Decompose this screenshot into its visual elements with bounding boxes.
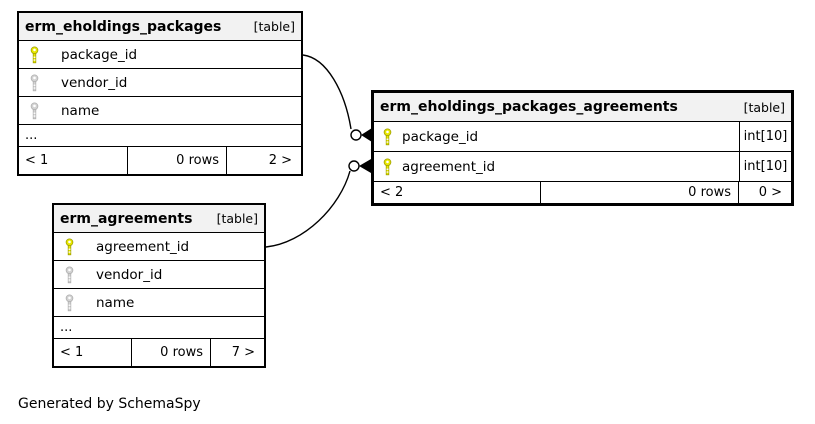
more-columns-row: ... xyxy=(19,125,301,147)
column-row-package_id: package_id xyxy=(19,41,301,69)
key-icon xyxy=(65,266,74,284)
child-count: 7 > xyxy=(231,345,255,360)
fk-arrowhead xyxy=(361,128,372,142)
parent-count: < 1 xyxy=(54,339,132,366)
ellipsis: ... xyxy=(25,128,38,143)
column-name: package_id xyxy=(402,128,479,145)
column-name: vendor_id xyxy=(96,266,163,283)
column-name: name xyxy=(96,294,135,311)
fk-line-packages-to-junction xyxy=(302,54,352,130)
table-footer: < 1 0 rows 2 > xyxy=(19,147,301,174)
column-row-package_id: package_id int[10] xyxy=(374,122,791,152)
table-kind-badge: [table] xyxy=(216,211,258,226)
column-name: package_id xyxy=(61,46,138,63)
generator-credit: Generated by SchemaSpy xyxy=(18,396,201,412)
column-row-agreement_id: agreement_id int[10] xyxy=(374,152,791,182)
table-header[interactable]: erm_eholdings_packages_agreements [table… xyxy=(374,93,791,122)
fk-arrowhead xyxy=(359,159,371,173)
table-erm_eholdings_packages_agreements: erm_eholdings_packages_agreements [table… xyxy=(371,90,794,206)
row-count: 0 rows xyxy=(132,339,211,366)
column-row-name: name xyxy=(19,97,301,125)
ellipsis: ... xyxy=(60,320,73,335)
key-icon xyxy=(30,102,39,120)
column-row-name: name xyxy=(54,289,264,317)
child-count: 2 > xyxy=(268,153,292,168)
table-footer: < 2 0 rows 0 > xyxy=(374,182,791,203)
primary-key-icon xyxy=(30,46,39,64)
table-name[interactable]: erm_eholdings_packages_agreements xyxy=(380,99,678,115)
more-columns-row: ... xyxy=(54,317,264,339)
table-header[interactable]: erm_eholdings_packages [table] xyxy=(19,13,301,41)
key-icon xyxy=(30,74,39,92)
column-row-vendor_id: vendor_id xyxy=(54,261,264,289)
fk-circle-marker xyxy=(350,129,362,141)
primary-key-icon xyxy=(65,238,74,256)
table-footer: < 1 0 rows 7 > xyxy=(54,339,264,366)
column-row-agreement_id: agreement_id xyxy=(54,233,264,261)
primary-key-icon xyxy=(383,128,392,146)
column-name: vendor_id xyxy=(61,74,128,91)
table-erm_eholdings_packages: erm_eholdings_packages [table] package_i… xyxy=(17,11,303,176)
primary-key-icon xyxy=(383,158,392,176)
key-icon xyxy=(65,294,74,312)
column-row-vendor_id: vendor_id xyxy=(19,69,301,97)
column-type: int[10] xyxy=(739,152,791,181)
fk-line-agreements-to-junction xyxy=(265,170,351,248)
table-kind-badge: [table] xyxy=(743,99,785,115)
table-header[interactable]: erm_agreements [table] xyxy=(54,205,264,233)
parent-count: < 2 xyxy=(374,182,541,203)
column-type: int[10] xyxy=(739,122,791,151)
table-erm_agreements: erm_agreements [table] agreement_id vend… xyxy=(52,203,266,368)
row-count: 0 rows xyxy=(128,147,227,174)
row-count: 0 rows xyxy=(541,182,739,203)
parent-count: < 1 xyxy=(19,147,128,174)
table-name[interactable]: erm_eholdings_packages xyxy=(25,18,222,35)
fk-circle-marker xyxy=(348,160,360,172)
column-name: agreement_id xyxy=(402,158,496,175)
table-name[interactable]: erm_agreements xyxy=(60,210,193,227)
column-name: name xyxy=(61,102,100,119)
column-name: agreement_id xyxy=(96,238,190,255)
child-count: 0 > xyxy=(758,185,782,200)
table-kind-badge: [table] xyxy=(253,19,295,34)
